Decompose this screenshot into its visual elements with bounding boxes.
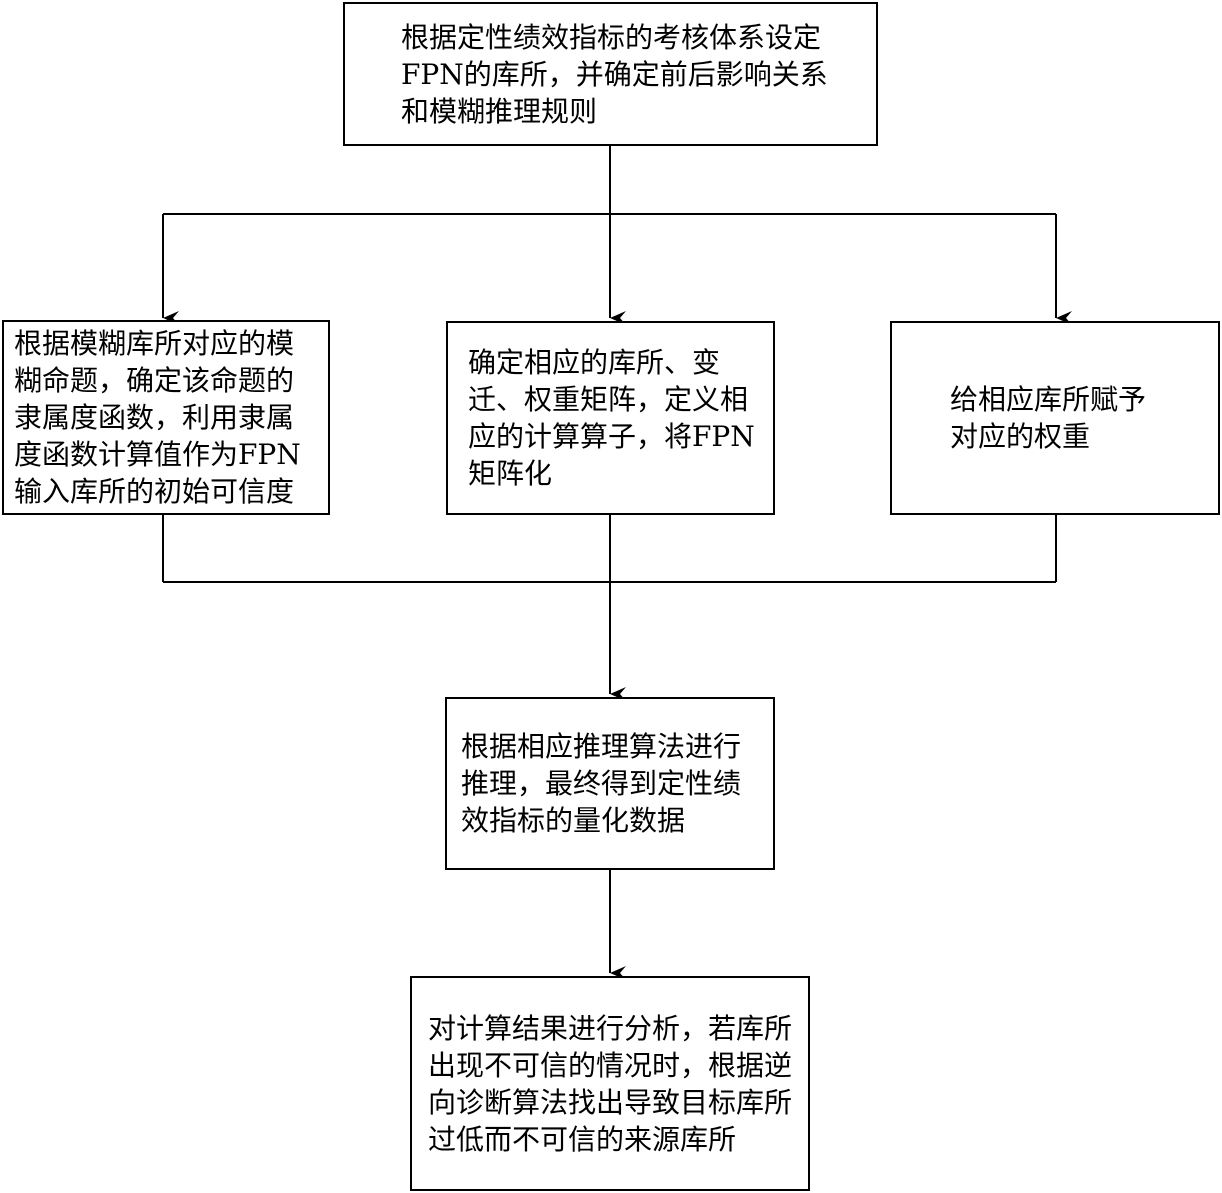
box-reasoning: 根据相应推理算法进行推理，最终得到定性绩效指标的量化数据 bbox=[445, 697, 775, 870]
box-assign-weights-text: 给相应库所赋予对应的权重 bbox=[950, 383, 1147, 453]
box-membership-function: 根据模糊库所对应的模糊命题，确定该命题的隶属度函数，利用隶属度函数计算值作为FP… bbox=[2, 320, 330, 515]
box-define-places: 根据定性绩效指标的考核体系设定FPN的库所，并确定前后影响关系和模糊推理规则 bbox=[343, 2, 878, 146]
box-result-analysis-text: 对计算结果进行分析，若库所出现不可信的情况时，根据逆向诊断算法找出导致目标库所过… bbox=[428, 1011, 793, 1156]
box-define-places-text: 根据定性绩效指标的考核体系设定FPN的库所，并确定前后影响关系和模糊推理规则 bbox=[401, 20, 828, 128]
box-matrix-definition-text: 确定相应的库所、变迁、权重矩阵，定义相应的计算算子，将FPN矩阵化 bbox=[468, 346, 755, 490]
box-reasoning-text: 根据相应推理算法进行推理，最终得到定性绩效指标的量化数据 bbox=[461, 730, 742, 837]
box-assign-weights: 给相应库所赋予对应的权重 bbox=[890, 321, 1220, 515]
box-matrix-definition: 确定相应的库所、变迁、权重矩阵，定义相应的计算算子，将FPN矩阵化 bbox=[446, 321, 775, 515]
box-result-analysis: 对计算结果进行分析，若库所出现不可信的情况时，根据逆向诊断算法找出导致目标库所过… bbox=[410, 976, 810, 1191]
box-membership-function-text: 根据模糊库所对应的模糊命题，确定该命题的隶属度函数，利用隶属度函数计算值作为FP… bbox=[14, 327, 301, 508]
